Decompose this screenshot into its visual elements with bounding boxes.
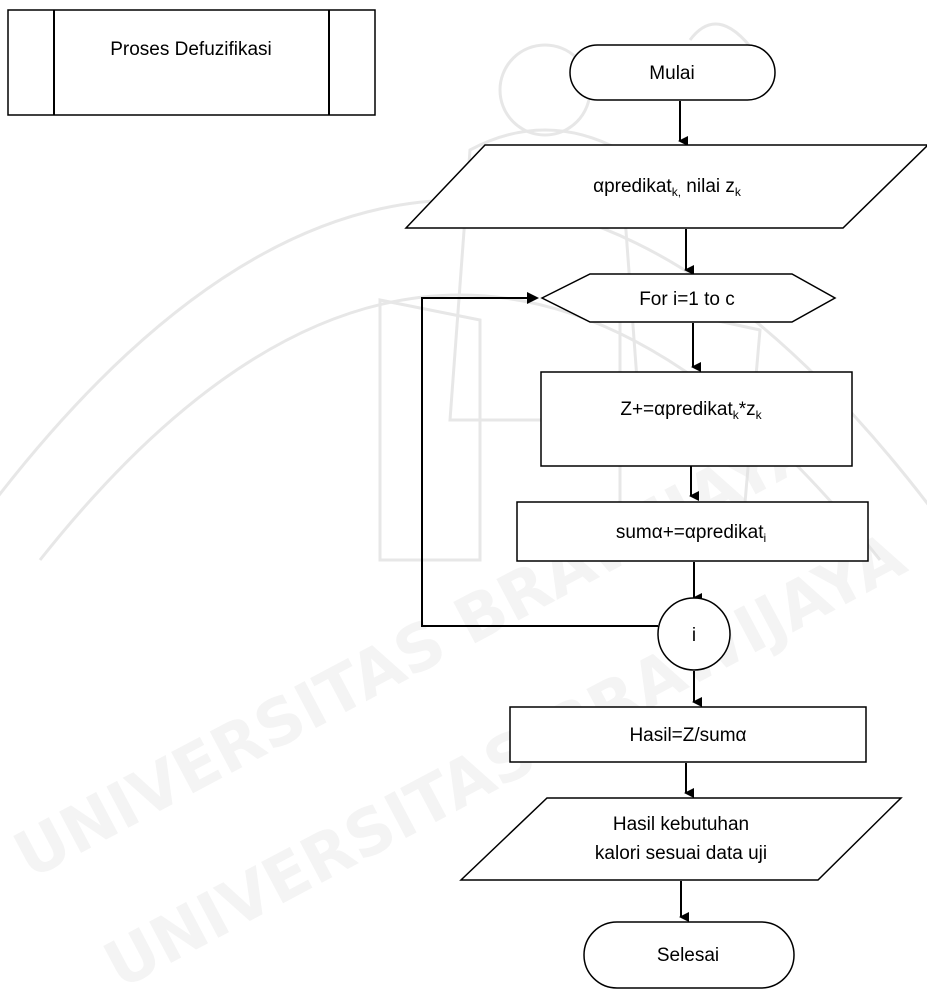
calc-sum-label: sumα+=αpredikati [616,522,766,545]
start-label: Mulai [649,63,694,84]
calc-sum-shape [516,501,869,562]
loop-shape [540,273,837,323]
input-label-sub1: k, [672,185,681,199]
loop-connector: i [657,597,731,671]
calc-z-label-mid: *z [739,399,756,420]
connector-shape [657,597,731,671]
calc-z-label: Z+=αpredikatk*zk [620,399,762,422]
process-box-label: Proses Defuzifikasi [110,39,272,60]
input-shape [404,144,927,229]
connector-label: i [692,625,696,646]
end-shape [583,921,795,989]
output-parallelogram: Hasil kebutuhan kalori sesuai data uji [459,797,903,881]
output-label-line2: kalori sesuai data uji [595,843,767,864]
loop-hexagon: For i=1 to c [540,273,837,323]
output-shape [459,797,903,881]
end-label: Selesai [657,945,719,966]
calc-sum-label-main: sumα+=αpredikat [616,522,764,543]
result-process: Hasil=Z/sumα [509,706,867,763]
calc-z-label-sub2: k [756,408,763,422]
process-box-outline [7,9,376,116]
loop-label: For i=1 to c [639,289,735,310]
result-shape [509,706,867,763]
output-label-line1: Hasil kebutuhan [613,814,749,835]
process-box: Proses Defuzifikasi [7,9,376,116]
input-label: αpredikatk, nilai zk [593,176,742,199]
calc-z-label-main: Z+=αpredikat [620,399,733,420]
calc-z-label-sub1: k [733,408,740,422]
calc-sum-process: sumα+=αpredikati [516,501,869,562]
input-label-main: αpredikat [593,176,672,197]
arrow-loop-back [421,292,658,627]
input-parallelogram: αpredikatk, nilai zk [404,144,927,229]
input-label-mid: nilai z [681,176,735,197]
calc-z-shape [540,371,853,467]
end-terminal: Selesai [583,921,795,989]
start-shape [569,44,776,101]
result-label: Hasil=Z/sumα [629,725,746,746]
input-label-sub2: k [735,185,742,199]
calc-z-process: Z+=αpredikatk*zk [540,371,853,467]
start-terminal: Mulai [569,44,776,101]
calc-sum-label-sub: i [763,531,766,545]
